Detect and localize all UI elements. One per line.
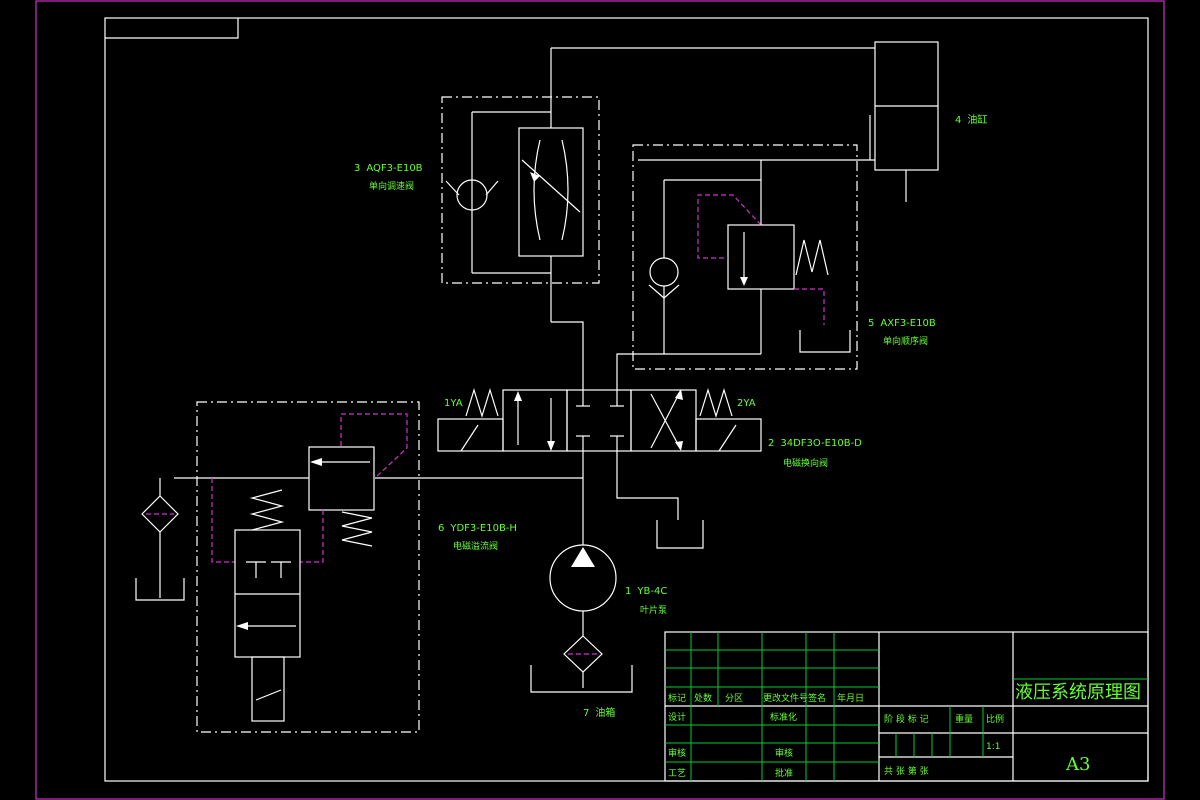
corner-tag-box xyxy=(105,18,239,39)
tb-h-count: 处数 xyxy=(694,692,712,704)
relief-name: 电磁溢流阀 xyxy=(453,540,498,552)
hydraulic-cylinder xyxy=(874,41,939,202)
tb-r-check: 审核 xyxy=(668,747,686,759)
pump-num: 1 xyxy=(625,586,631,597)
tb-h-docno: 更改文件号 xyxy=(763,692,808,704)
tb-h-sign: 签名 xyxy=(808,692,826,704)
pump-model: YB-4C xyxy=(636,586,667,597)
relief-model: YDF3-E10B-H xyxy=(449,523,517,534)
tb-r-std: 标准化 xyxy=(770,711,797,723)
throttle-name: 单向调速阀 xyxy=(369,180,414,192)
title-block: 标记 处数 分区 更改文件号 签名 年月日 设计 审核 工艺 标准化 审核 批准… xyxy=(664,631,1149,782)
relief-num: 6 xyxy=(438,523,444,534)
throttle-model: AQF3-E10B xyxy=(366,163,422,174)
throttle-check-valve xyxy=(441,96,600,284)
dirvalve-right-coil: 2YA xyxy=(737,398,756,409)
tank-num: 7 xyxy=(583,708,589,719)
tb-h-zone: 分区 xyxy=(725,693,743,704)
svg-text:4油缸: 4 油缸 xyxy=(955,113,987,126)
filter-left xyxy=(135,478,185,601)
sequence-check-valve xyxy=(632,144,858,370)
solenoid-relief-valve xyxy=(174,401,420,733)
tb-r-process: 工艺 xyxy=(668,768,686,779)
dirvalve-num: 2 xyxy=(768,438,774,449)
filter-pump xyxy=(530,635,633,693)
tb-r-stage: 阶 段 标 记 xyxy=(884,713,929,725)
directional-valve xyxy=(437,387,762,452)
cylinder-num: 4 xyxy=(955,115,961,126)
tb-h-date: 年月日 xyxy=(837,692,864,704)
tank-name: 油箱 xyxy=(595,706,615,719)
dirvalve-model: 34DF3O-E10B-D xyxy=(780,438,862,449)
tb-r-approve: 批准 xyxy=(775,767,793,779)
pump-name: 叶片泵 xyxy=(640,604,667,616)
seqvalve-num: 5 xyxy=(868,318,874,329)
tb-scale: 1:1 xyxy=(986,742,1000,752)
tb-r-review: 审核 xyxy=(775,747,793,759)
seqvalve-name: 单向顺序阀 xyxy=(883,335,928,347)
vane-pump xyxy=(549,544,617,636)
inner-border xyxy=(104,17,1149,782)
seqvalve-model: AXF3-E10B xyxy=(880,318,935,329)
outer-border xyxy=(35,0,1165,800)
tb-r-weight: 重量 xyxy=(955,713,973,725)
svg-text:1YB-4C: 1 YB-4C xyxy=(625,586,667,597)
sheet-size: A3 xyxy=(1065,754,1090,775)
tb-r-design: 设计 xyxy=(668,711,686,723)
throttle-num: 3 xyxy=(354,163,360,174)
dirvalve-left-coil: 1YA xyxy=(444,398,463,409)
pipelines xyxy=(375,47,875,549)
svg-text:7油箱: 7 油箱 xyxy=(583,706,615,719)
dirvalve-name: 电磁换向阀 xyxy=(783,457,828,469)
tb-r-ratio: 比例 xyxy=(986,713,1004,725)
tb-h-mark: 标记 xyxy=(668,692,686,704)
tb-r-sheets: 共 张 第 张 xyxy=(884,765,929,777)
drawing-title: 液压系统原理图 xyxy=(1015,682,1141,703)
cylinder-name: 油缸 xyxy=(967,113,987,126)
